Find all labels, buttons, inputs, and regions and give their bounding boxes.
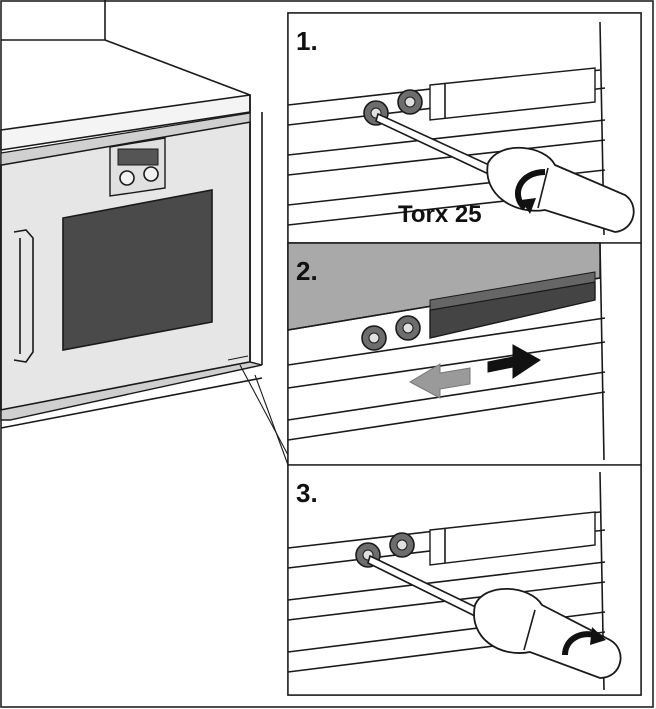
- step-number: 1.: [296, 26, 318, 56]
- tool-label: Torx 25: [398, 201, 482, 228]
- rotation-arrow-icon: [562, 627, 606, 656]
- slide-arrow-icon: [408, 344, 541, 399]
- step-1-panel: 1. Torx 25: [287, 12, 642, 244]
- screwdriver-icon: [375, 112, 635, 233]
- screw-icon: [397, 89, 423, 115]
- screw-icon: [361, 325, 387, 351]
- step-number: 3.: [296, 478, 318, 508]
- screw-icon: [395, 315, 421, 341]
- step-2-panel: 2.: [287, 242, 642, 466]
- screwdriver-icon: [367, 554, 622, 679]
- screw-icon: [389, 532, 415, 558]
- oven-icon: [0, 112, 263, 429]
- rotation-arrow-icon: [514, 169, 546, 214]
- step-number: 2.: [296, 256, 318, 286]
- step-3-panel: 3.: [287, 464, 642, 696]
